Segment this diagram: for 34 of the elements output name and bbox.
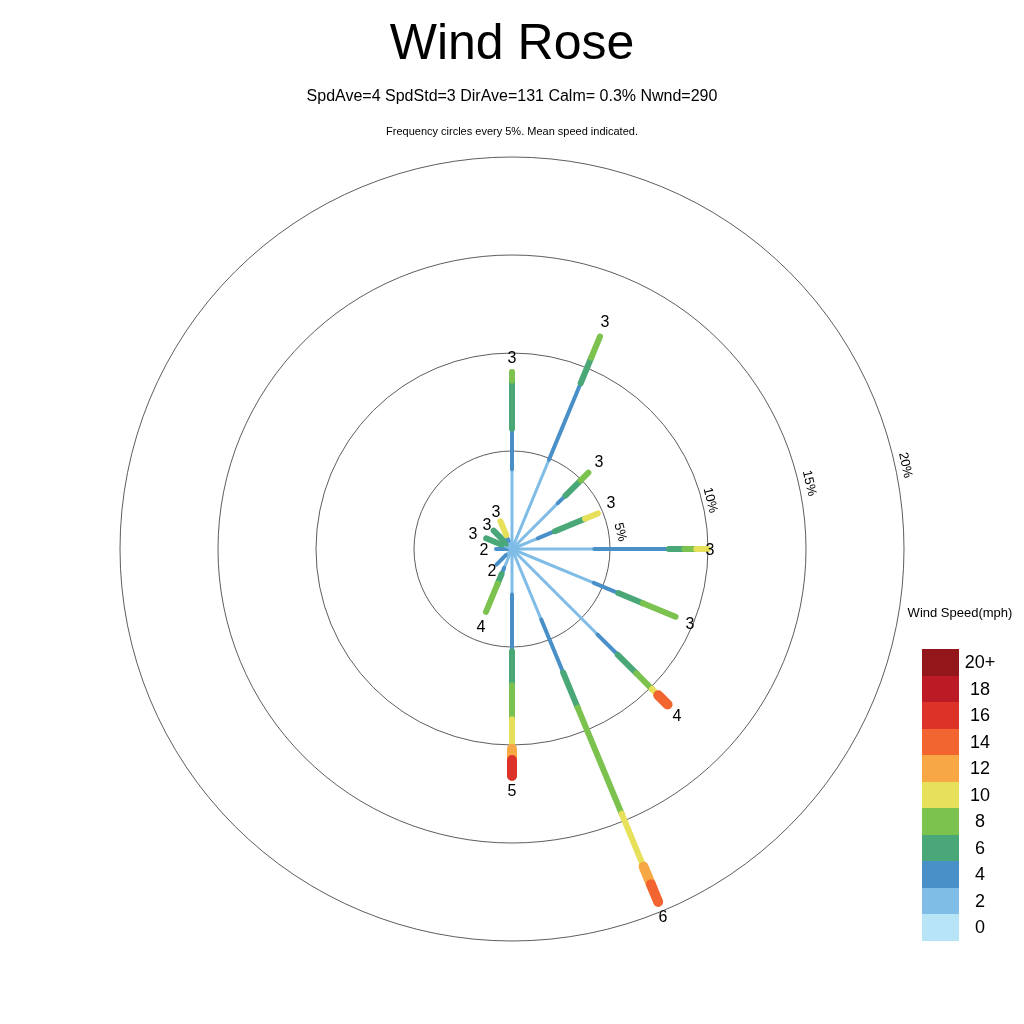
- speed-label: 3: [491, 504, 501, 520]
- legend-label: 16: [970, 706, 990, 725]
- legend-label: 14: [970, 732, 990, 751]
- speed-label: 4: [476, 619, 486, 635]
- legend-title: Wind Speed(mph): [907, 605, 1013, 619]
- speed-label: 4: [672, 708, 682, 724]
- speed-label: 3: [705, 542, 715, 558]
- ring-label: 10%: [701, 485, 721, 515]
- chart-title: Wind Rose: [389, 17, 635, 67]
- legend-label: 6: [975, 838, 985, 857]
- speed-label: 3: [468, 526, 478, 542]
- speed-label: 3: [600, 314, 610, 330]
- legend-label: 8: [975, 812, 985, 831]
- legend-label: 12: [970, 759, 990, 778]
- speed-label: 3: [482, 517, 492, 533]
- speed-label: 5: [507, 783, 517, 799]
- speed-label: 6: [658, 909, 668, 925]
- ring-label: 20%: [896, 450, 916, 480]
- legend-label: 18: [970, 679, 990, 698]
- legend-label: 2: [975, 891, 985, 910]
- ring-label: 5%: [612, 521, 630, 543]
- note: Frequency circles every 5%. Mean speed indicated.: [386, 125, 638, 137]
- speed-label: 3: [594, 454, 604, 470]
- ring-label: 15%: [800, 468, 820, 498]
- speed-label: 3: [685, 616, 695, 632]
- speed-label: 3: [507, 350, 517, 366]
- speed-label: 2: [479, 542, 489, 558]
- legend-label: 0: [975, 918, 985, 937]
- legend-label: 4: [975, 865, 985, 884]
- speed-label: 3: [606, 495, 616, 511]
- speed-label: 2: [487, 563, 497, 579]
- legend-label: 20+: [964, 653, 996, 672]
- statistics-line: SpdAve=4 SpdStd=3 DirAve=131 Calm= 0.3% Nwnd=290: [306, 88, 718, 104]
- legend-label: 10: [970, 785, 990, 804]
